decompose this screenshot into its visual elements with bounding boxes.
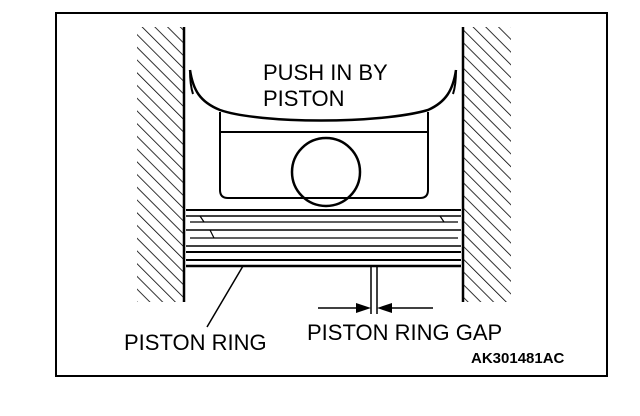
piston-ring-gap-label: PISTON RING GAP bbox=[307, 320, 503, 345]
gap-indicator-arrows bbox=[318, 266, 433, 314]
figure-code: AK301481AC bbox=[471, 350, 565, 367]
push-in-label-line2: PISTON bbox=[263, 86, 345, 111]
piston-ring-leader bbox=[206, 265, 244, 328]
figure-frame bbox=[55, 12, 608, 377]
piston-ring-label: PISTON RING bbox=[124, 330, 267, 355]
wrist-pin bbox=[290, 136, 362, 208]
piston-ring bbox=[186, 259, 461, 268]
push-in-label-line1: PUSH IN BY bbox=[263, 60, 388, 85]
piston bbox=[186, 69, 461, 253]
cylinder-wall-right bbox=[461, 27, 511, 302]
cylinder-wall-left bbox=[137, 27, 186, 302]
